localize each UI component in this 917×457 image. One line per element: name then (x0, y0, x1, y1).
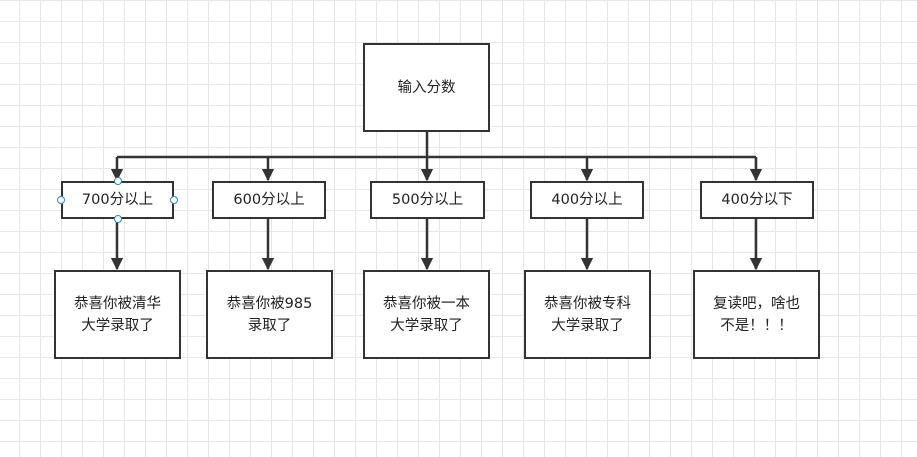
selection-handle-bottom[interactable] (113, 215, 122, 223)
result-node-5[interactable]: 复读吧，啥也 不是！！！ (693, 270, 820, 359)
root-node-input-score[interactable]: 输入分数 (363, 43, 490, 132)
condition-node-1[interactable]: 700分以上 (61, 181, 174, 219)
result-node-2[interactable]: 恭喜你被985 录取了 (206, 270, 333, 359)
selection-handle-top[interactable] (113, 177, 122, 185)
result-node-4[interactable]: 恭喜你被专科 大学录取了 (524, 270, 651, 359)
selection-handle-right[interactable] (170, 196, 178, 204)
condition-node-4[interactable]: 400分以上 (530, 181, 644, 219)
result-node-3[interactable]: 恭喜你被一本 大学录取了 (363, 270, 490, 359)
selection-handle-left[interactable] (57, 196, 65, 204)
condition-node-3[interactable]: 500分以上 (370, 181, 485, 219)
condition-node-2[interactable]: 600分以上 (212, 181, 326, 219)
condition-node-5[interactable]: 400分以下 (700, 181, 814, 219)
result-node-1[interactable]: 恭喜你被清华 大学录取了 (54, 270, 181, 359)
